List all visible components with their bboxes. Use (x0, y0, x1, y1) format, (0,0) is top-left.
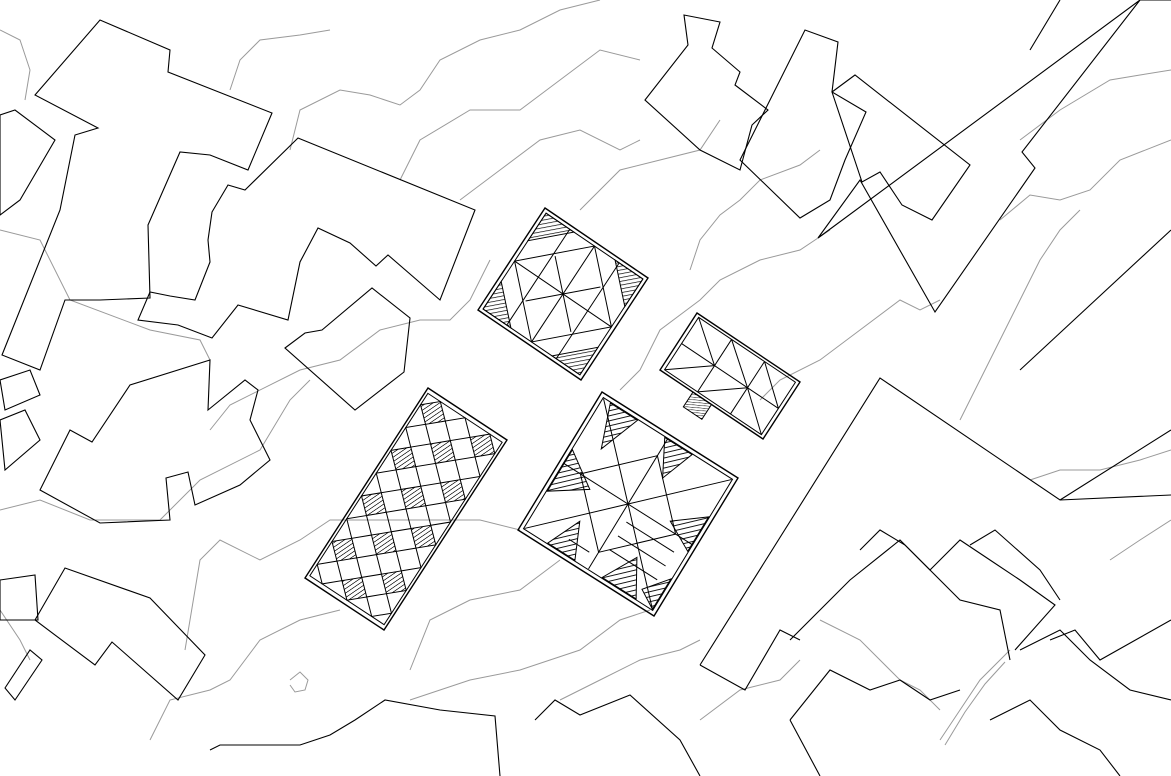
building (137, 137, 476, 339)
roof-diamond (310, 553, 350, 592)
building (739, 29, 867, 219)
building (644, 14, 769, 171)
roof-plan-large (518, 392, 738, 616)
building (39, 359, 271, 524)
building (34, 567, 206, 701)
roof-diamond (335, 569, 375, 608)
building (0, 409, 41, 472)
building (817, 0, 1141, 314)
roof-plan-square (478, 208, 648, 380)
building (831, 74, 971, 221)
roof-diamond (359, 586, 399, 625)
roof-plan-small (650, 313, 800, 454)
building (0, 369, 41, 411)
building (4, 649, 43, 701)
contour-lines (0, 0, 1171, 746)
roof-plan-long (305, 388, 507, 630)
building (284, 287, 411, 411)
building (1, 19, 273, 371)
building (0, 109, 56, 216)
building (0, 574, 39, 621)
building (699, 377, 1171, 666)
